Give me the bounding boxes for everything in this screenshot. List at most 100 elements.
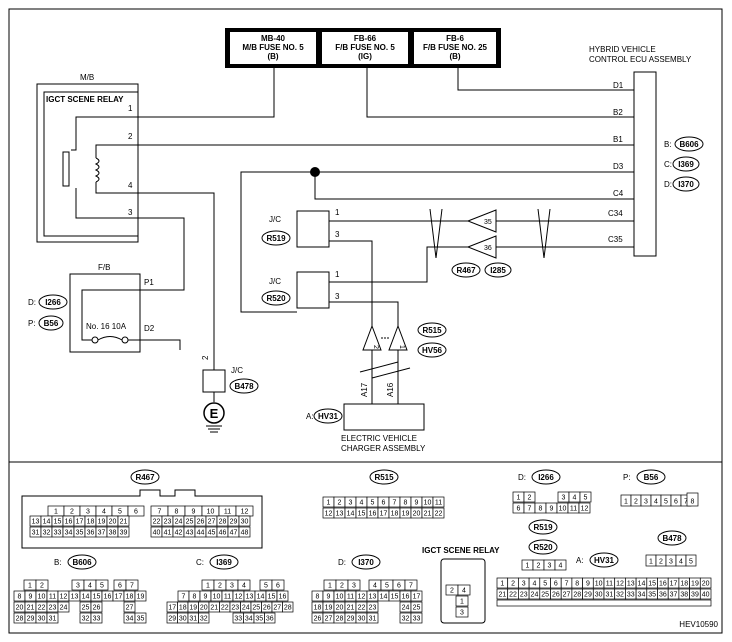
pin-cell [46,612,59,624]
pin-cell [198,612,210,624]
relay-coil [94,157,100,183]
ecu-pin: C4 [613,189,624,198]
pin-cell [366,601,379,613]
pin-number: 11 [570,506,577,513]
pin-number: 6 [554,581,558,588]
pin-number: 4 [88,583,92,590]
conn-code: I369 [216,558,232,567]
conn-letter: A: [576,556,584,565]
pin-cell [264,612,276,624]
ground-symbol: E [210,406,219,421]
pin-number: 5 [385,583,389,590]
pin-number: 31 [32,530,40,537]
pin-number: 4 [360,500,364,507]
pin-number: 21 [498,592,506,599]
jc-label: J/C [269,277,281,286]
pin-number: 3 [644,499,648,506]
relay-contact [75,188,136,219]
pin-number: 2 [450,588,454,595]
pin-number: 39 [120,530,128,537]
pin-number: 21 [347,605,355,612]
twist-mark [359,361,399,373]
pin-number: 11 [435,500,442,507]
pin-number: 21 [210,605,218,612]
pin-number: 29 [584,592,592,599]
pin-number: 12 [235,594,243,601]
pin-number: 26 [263,605,271,612]
pin-number: 29 [168,616,176,623]
pin-number: 3 [460,610,464,617]
pin-number: 33 [413,616,421,623]
pin-cell [699,577,712,589]
pin-number: 30 [38,616,46,623]
splice-point [310,167,320,177]
pin-number: 14 [257,594,265,601]
pin-number: 3 [548,563,552,570]
ecu-box [633,71,657,257]
pin-number: 8 [18,594,22,601]
fuse-name: F/B FUSE NO. 5 [335,43,395,52]
jc-pin: 1 [335,208,340,217]
pin-number: 7 [182,594,186,601]
pin-number: 14 [43,519,51,526]
pin-number: 19 [189,605,197,612]
pin-number: 11 [606,581,613,588]
pin-number: 40 [702,592,710,599]
pin-number: 22 [358,605,366,612]
conn-code: B56 [44,319,59,328]
jc-box [296,271,330,309]
pin-number: 7 [409,583,413,590]
connector-oval [636,469,666,485]
ecu-pin: D1 [613,81,624,90]
relay-title: IGCT SCENE RELAY [46,95,124,104]
connector-oval [130,469,160,485]
pin-number: 26 [197,519,205,526]
jc-box [202,369,226,393]
pin-cell [404,579,418,591]
pin-number: 39 [691,592,699,599]
connector-oval [351,554,381,570]
pin-cell [123,601,136,613]
fuse-box-mb40 [230,32,316,64]
pin-number: 17 [115,594,123,601]
pin-number: 34 [65,530,73,537]
wire-number: 2 [201,355,210,360]
pin-number: 6 [134,509,138,516]
pin-number: 24 [402,605,410,612]
pin-number: 27 [273,605,281,612]
pin-number: 7 [528,506,532,513]
conn-letter: D: [664,180,672,189]
conn-code: B478 [234,382,254,391]
pin-number: 13 [32,519,40,526]
pin-cell [432,507,445,519]
pin-number: 2 [511,581,515,588]
pin-cell [238,515,251,527]
pin-number: 3 [86,509,90,516]
pin-number: 23 [231,605,239,612]
pin-number: 2 [528,495,532,502]
conn-letter: D: [518,473,526,482]
pin-number: 15 [268,594,276,601]
fuse-box-fb6 [414,32,496,64]
pin-number: 25 [541,592,549,599]
pin-number: 5 [543,581,547,588]
pin-cell [117,515,130,527]
pin-number: 6 [118,583,122,590]
pin-number: 5 [664,499,668,506]
connector-oval [417,342,447,358]
pin-number: 25 [82,605,90,612]
conn-code: B606 [72,558,92,567]
pin-number: 16 [65,519,73,526]
conn-code: R519 [533,523,553,532]
pin-number: 5 [118,509,122,516]
pin-number: 28 [573,592,581,599]
pin-number: 20 [413,511,421,518]
conn-code: I369 [678,160,694,169]
conn-letter: D: [338,558,346,567]
pin-number: 12 [325,511,333,518]
pin-number: 7 [684,499,688,506]
pin-number: 1 [328,583,332,590]
charger-pin: 2 [372,345,379,349]
pin-number: 7 [158,509,162,516]
pin-number: 18 [126,594,134,601]
